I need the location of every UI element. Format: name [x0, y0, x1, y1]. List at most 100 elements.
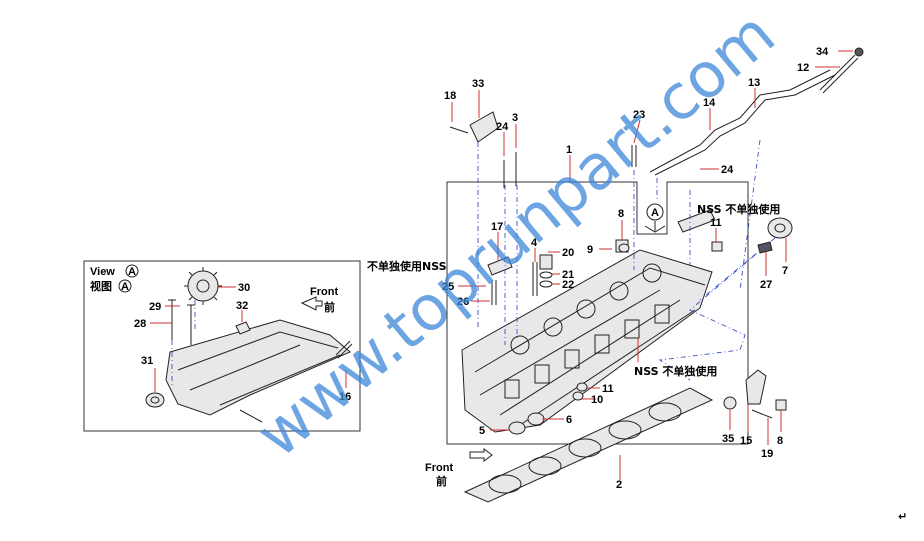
inset-front-label: Front	[310, 286, 338, 298]
head-block	[461, 249, 713, 433]
callout-4: 4	[531, 237, 538, 249]
bracket-15	[745, 369, 767, 405]
callout-19: 19	[761, 448, 773, 460]
valve-ports	[504, 263, 670, 399]
plug-part	[235, 321, 251, 335]
callout-20: 20	[562, 247, 574, 259]
nss-label-rocker: NSS 不单独使用	[697, 202, 780, 216]
seal-5	[508, 421, 526, 435]
callout-8b: 8	[777, 435, 783, 447]
callout-29: 29	[149, 301, 161, 313]
cap-8b	[775, 399, 787, 411]
callout-27: 27	[760, 279, 772, 291]
injector-pipe-14	[654, 74, 836, 176]
inset-bolts	[168, 299, 195, 345]
callout-1: 1	[566, 144, 572, 156]
callout-33: 33	[472, 78, 484, 90]
bolts-24-3	[503, 152, 517, 188]
main-callouts: 34 12 13 14 33 18 24 3 23 1 24 8 11 NSS …	[367, 46, 829, 491]
callout-24a: 24	[496, 121, 509, 133]
cap-11	[711, 241, 723, 252]
view-mark-circle-cn	[118, 279, 132, 293]
inset-frame	[83, 260, 361, 432]
callout-3: 3	[512, 112, 518, 124]
callout-26: 26	[457, 296, 469, 308]
callout-11a: 11	[710, 217, 722, 229]
inset-view-a: View A 视图 A Front 前 30 29	[83, 260, 361, 432]
callout-30: 30	[238, 282, 250, 294]
callout-18: 18	[444, 90, 456, 102]
pin-part	[335, 340, 353, 359]
inset-view-label: View	[90, 266, 115, 278]
main-front-arrow-icon	[469, 448, 493, 462]
callout-12: 12	[797, 62, 809, 74]
nss-label-head: NSS 不单独使用	[634, 364, 717, 378]
main-view-mark-circle	[646, 203, 664, 221]
nut-34	[854, 47, 864, 57]
main-view-mark: A	[651, 207, 659, 219]
callout-13: 13	[748, 77, 760, 89]
callout-28: 28	[134, 318, 146, 330]
callout-15: 15	[740, 435, 752, 447]
gear-part	[184, 267, 222, 305]
main-front-label-cn: 前	[436, 474, 447, 488]
callout-6: 6	[566, 414, 572, 426]
stud-part	[239, 409, 263, 423]
main-front-label: Front	[425, 462, 453, 474]
callout-21: 21	[562, 269, 574, 281]
nss-label-bridge: 不单独使用NSS	[367, 259, 447, 273]
callout-23: 23	[633, 109, 645, 121]
callout-17: 17	[491, 221, 503, 233]
callout-11b: 11	[602, 383, 614, 395]
callout-5: 5	[479, 425, 485, 437]
dowel-23	[631, 145, 637, 167]
callout-7: 7	[782, 265, 788, 277]
callout-8a: 8	[618, 208, 624, 220]
callout-35: 35	[722, 433, 734, 445]
return-mark-icon: ↵	[898, 511, 907, 523]
callout-31: 31	[141, 355, 153, 367]
rocker-nss	[677, 209, 716, 233]
callout-24b: 24	[721, 164, 734, 176]
seal-6	[527, 412, 545, 426]
glow-plug	[819, 54, 859, 94]
inset-head-block	[165, 319, 351, 416]
seal-7	[767, 217, 793, 239]
bolt-19	[751, 409, 773, 419]
injector-pipe-13	[649, 69, 831, 173]
cap-9	[618, 243, 630, 253]
seal-part	[145, 392, 165, 408]
gasket-bores	[488, 402, 682, 494]
stud-26	[491, 280, 497, 305]
pin-4	[532, 262, 538, 296]
washer-35	[723, 396, 737, 410]
main-frame	[446, 181, 749, 445]
bolt-18	[449, 126, 469, 134]
callout-9: 9	[587, 244, 593, 256]
inset-front-label-cn: 前	[324, 300, 335, 314]
view-mark-circle	[125, 264, 139, 278]
main-cylinder-head: A Front 前	[425, 47, 864, 503]
sleeve-20	[539, 254, 553, 270]
bridge-17	[487, 256, 513, 276]
callout-10: 10	[591, 394, 603, 406]
alignment-lines	[171, 139, 776, 385]
cap-10	[572, 391, 584, 401]
callout-22: 22	[562, 279, 574, 291]
callout-14: 14	[703, 97, 716, 109]
bracket-33	[469, 111, 499, 143]
callout-34: 34	[816, 46, 829, 58]
view-direction-arrow-icon	[644, 221, 666, 233]
inset-view-label-cn: 视图	[90, 279, 112, 293]
plug-27	[757, 241, 773, 254]
inset-front-arrow-icon	[300, 296, 323, 311]
callout-25: 25	[442, 281, 454, 293]
inset-view-mark: A	[128, 266, 136, 278]
callout-2: 2	[616, 479, 622, 491]
main-leaders	[451, 50, 853, 480]
callout-32: 32	[236, 300, 248, 312]
washer-21	[539, 271, 553, 279]
callout-16: 16	[339, 391, 351, 403]
cap-11b	[576, 382, 588, 392]
washer-22	[539, 280, 553, 288]
